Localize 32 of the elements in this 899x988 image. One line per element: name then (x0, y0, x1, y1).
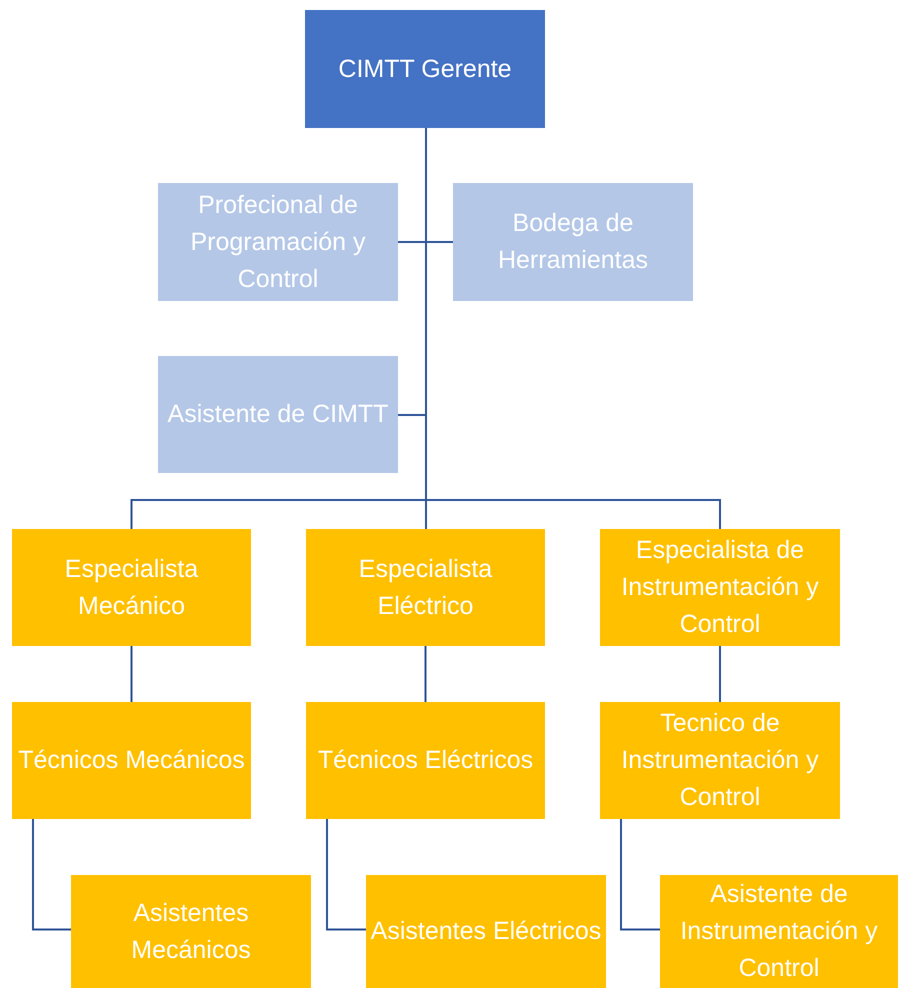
connector-line (620, 819, 660, 930)
box-label: Asistente de CIMTT (168, 399, 388, 430)
department-box (12, 529, 251, 646)
department-box (660, 875, 898, 988)
connector-line (424, 646, 426, 702)
box-label: CIMTT Gerente (338, 54, 512, 84)
department-box (600, 529, 840, 646)
staff-box (158, 183, 398, 301)
connector-line (130, 646, 132, 702)
department-box (306, 702, 545, 819)
box-label: Especialista Mecánico (64, 554, 200, 622)
box-label: Especialista Eléctrico (358, 554, 494, 622)
connector-line (719, 646, 721, 702)
box-label: Especialista de Instrumentación y Control (620, 535, 820, 640)
staff-box (158, 356, 398, 473)
box-label: Asistentes Eléctricos (370, 916, 602, 947)
box-label: Asistentes Mecánicos (130, 898, 252, 966)
department-box (366, 875, 606, 988)
connector-line (326, 819, 366, 930)
box-label: Asistente de Instrumentación y Control (679, 879, 879, 984)
department-box (306, 529, 545, 646)
department-box (12, 702, 251, 819)
box-label: Tecnico de Instrumentación y Control (620, 708, 820, 813)
department-box (600, 702, 840, 819)
box-label: Bodega de Herramientas (496, 208, 650, 276)
box-label: Técnicos Mecánicos (18, 745, 245, 776)
box-label: Profecional de Programación y Control (189, 190, 367, 294)
connector-line (32, 819, 71, 930)
manager-box (305, 10, 545, 128)
box-label: Técnicos Eléctricos (318, 745, 534, 776)
staff-box (453, 183, 693, 301)
department-box (71, 875, 311, 988)
